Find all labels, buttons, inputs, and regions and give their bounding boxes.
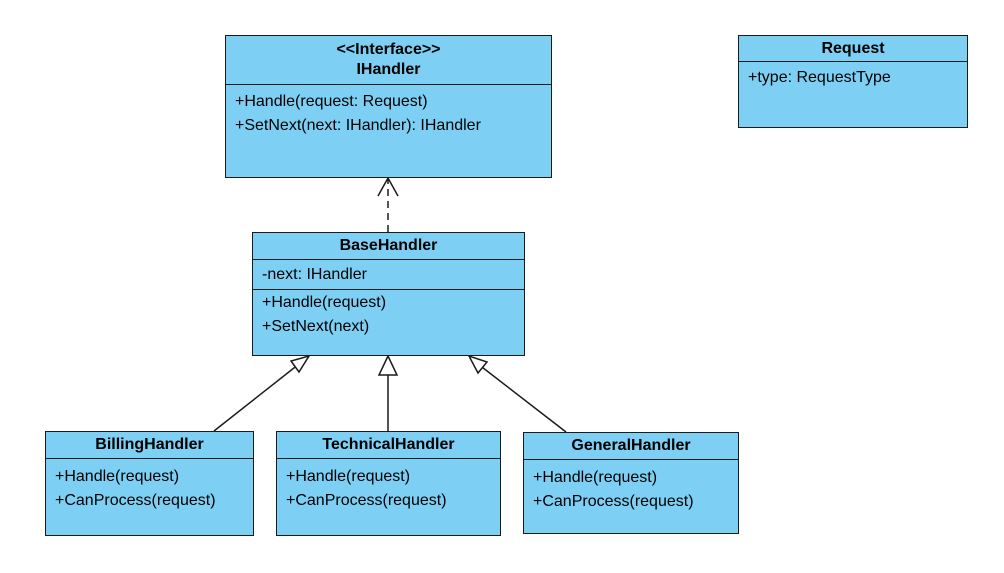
request-name: Request xyxy=(821,39,885,57)
basehandler-methods: +Handle(request) +SetNext(next) xyxy=(253,290,524,339)
generalhandler-methods: +Handle(request) +CanProcess(request) xyxy=(524,460,738,514)
ihandler-header: <<Interface>> IHandler xyxy=(226,36,551,85)
basehandler-attributes: -next: IHandler xyxy=(253,260,524,290)
generalhandler-class[interactable]: GeneralHandler +Handle(request) +CanProc… xyxy=(523,432,739,534)
technical-generalization-arrowhead xyxy=(377,354,399,376)
technicalhandler-method: +CanProcess(request) xyxy=(286,492,447,509)
general-generalization-arrowhead xyxy=(467,354,489,375)
technicalhandler-class[interactable]: TechnicalHandler +Handle(request) +CanPr… xyxy=(276,431,501,536)
billinghandler-header: BillingHandler xyxy=(46,432,253,459)
billinghandler-name: BillingHandler xyxy=(95,436,204,453)
technicalhandler-methods: +Handle(request) +CanProcess(request) xyxy=(277,459,500,513)
basehandler-attribute: -next: IHandler xyxy=(262,266,367,283)
basehandler-name: BaseHandler xyxy=(339,237,438,254)
realization-arrowhead xyxy=(377,176,399,197)
ihandler-name: IHandler xyxy=(356,61,421,78)
generalhandler-method: +CanProcess(request) xyxy=(533,493,694,510)
technicalhandler-header: TechnicalHandler xyxy=(277,432,500,459)
technicalhandler-method: +Handle(request) xyxy=(286,468,411,485)
request-class[interactable]: Request +type: RequestType xyxy=(738,35,968,128)
billing-generalization-arrowhead xyxy=(289,354,311,374)
billinghandler-class[interactable]: BillingHandler +Handle(request) +CanProc… xyxy=(45,431,254,536)
basehandler-class[interactable]: BaseHandler -next: IHandler +Handle(requ… xyxy=(252,232,525,356)
basehandler-method: +Handle(request) xyxy=(262,294,387,311)
basehandler-header: BaseHandler xyxy=(253,233,524,260)
ihandler-class[interactable]: <<Interface>> IHandler +Handle(request: … xyxy=(225,35,552,178)
request-header: Request xyxy=(739,36,967,62)
request-attribute: +type: RequestType xyxy=(748,69,891,86)
general-generalization-line xyxy=(477,363,567,433)
request-attributes: +type: RequestType xyxy=(739,62,967,90)
billing-generalization-line xyxy=(213,363,300,432)
generalhandler-header: GeneralHandler xyxy=(524,433,738,460)
ihandler-method: +Handle(request: Request) xyxy=(235,93,428,110)
generalhandler-name: GeneralHandler xyxy=(571,437,691,454)
ihandler-method: +SetNext(next: IHandler): IHandler xyxy=(235,117,481,134)
billinghandler-method: +Handle(request) xyxy=(55,468,180,485)
billinghandler-method: +CanProcess(request) xyxy=(55,492,216,509)
technicalhandler-name: TechnicalHandler xyxy=(322,436,455,453)
billinghandler-methods: +Handle(request) +CanProcess(request) xyxy=(46,459,253,513)
ihandler-methods: +Handle(request: Request) +SetNext(next:… xyxy=(226,85,551,138)
generalhandler-method: +Handle(request) xyxy=(533,469,658,486)
ihandler-stereotype: <<Interface>> xyxy=(336,41,441,58)
basehandler-method: +SetNext(next) xyxy=(262,318,370,335)
